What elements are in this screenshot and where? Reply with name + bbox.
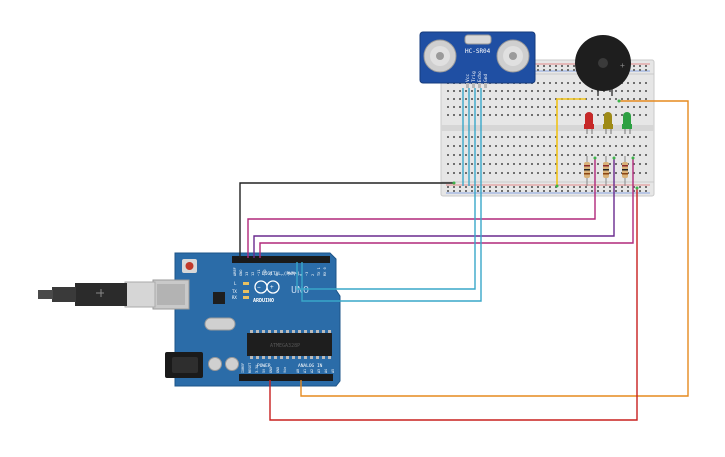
analog-label: ANALOG IN [298, 363, 323, 369]
digital-pin-label: 7 [281, 274, 285, 276]
bottom-pin-label: GND [269, 367, 273, 373]
bottom-pin-label: A1 [303, 369, 307, 373]
bottom-pin-label: GND [276, 367, 280, 373]
ultrasonic-sensor: HC-SR04 Vcc Trig Echo Gnd [419, 31, 536, 88]
sensor-pin-label: Vcc [465, 74, 471, 82]
ic-label: ATMEGA328P [270, 343, 300, 349]
digital-pin-label: ~5 [293, 272, 297, 276]
usb-cable [38, 281, 156, 308]
sensor-pin-label: Echo [477, 71, 483, 82]
sensor-pin-label: Gnd [483, 74, 489, 82]
wire-magenta [247, 158, 596, 258]
sensor-label: HC-SR04 [465, 48, 491, 55]
digital-pin-label: ~6 [287, 272, 291, 276]
bottom-pin-label: 5V [262, 369, 266, 373]
bottom-pin-label: A2 [310, 369, 314, 373]
bottom-pin-label: A4 [324, 369, 328, 373]
bottom-pin-label: RESET [248, 363, 252, 373]
piezo-buzzer: + [575, 35, 631, 96]
bottom-pin-label: A0 [296, 369, 300, 373]
svg-text:−: − [257, 284, 261, 291]
led-label: TX [232, 289, 237, 294]
arduino-logo: − + ARDUINO UNO [253, 280, 309, 304]
digital-pin-label: ~10 [263, 270, 267, 277]
resistor [622, 156, 628, 186]
wire-magenta [259, 158, 634, 258]
sensor-pin-labels: Vcc Trig Echo Gnd [465, 71, 489, 82]
led-label: RX [232, 295, 237, 300]
digital-pin-label: TX 1 [317, 267, 321, 276]
bottom-pin-label: Vin [283, 367, 287, 373]
wire-purple [253, 158, 615, 258]
bottom-pin-label: A3 [317, 369, 321, 373]
wires [239, 88, 689, 421]
digital-pin-label: AREF [233, 267, 237, 276]
digital-pin-label: ~3 [305, 272, 309, 276]
svg-text:+: + [620, 61, 625, 70]
chip-pins [250, 330, 331, 359]
digital-pin-label: 4 [299, 274, 303, 276]
bottom-pin-label: A5 [331, 369, 335, 373]
bottom-pin-label: IOREF [241, 363, 245, 373]
led-red [584, 112, 594, 134]
digital-pin-label: RX 0 [323, 267, 327, 276]
wire-red [269, 188, 638, 421]
digital-pin-label: ~11 [257, 270, 261, 277]
wire-cyan [296, 88, 476, 290]
wire-cyan [301, 88, 482, 302]
bottom-pin-label: 3.3V [255, 365, 259, 373]
digital-pin-label: ~9 [269, 272, 273, 276]
digital-pin-label: 2 [311, 274, 315, 276]
svg-text:+: + [270, 284, 274, 291]
sensor-pin-label: Trig [471, 71, 477, 82]
atmega-chip [247, 333, 332, 356]
wire-orange [300, 100, 689, 397]
digital-pin-label: GND [239, 270, 243, 277]
led-label: L [234, 281, 237, 286]
digital-pin-label: 13 [245, 272, 249, 276]
arduino-model: UNO [291, 285, 309, 296]
digital-label: DIGITAL (PWM~) [262, 271, 300, 277]
wire-yellow [556, 98, 586, 186]
wire-black [239, 182, 454, 258]
led-green [622, 112, 632, 134]
digital-pin-label: 8 [275, 274, 279, 276]
digital-pin-label: 12 [251, 272, 255, 276]
power-label: POWER [257, 363, 271, 369]
led-yellow [603, 112, 613, 134]
resistor [584, 156, 590, 186]
arduino-brand: ARDUINO [253, 298, 274, 304]
resistor [603, 156, 609, 186]
